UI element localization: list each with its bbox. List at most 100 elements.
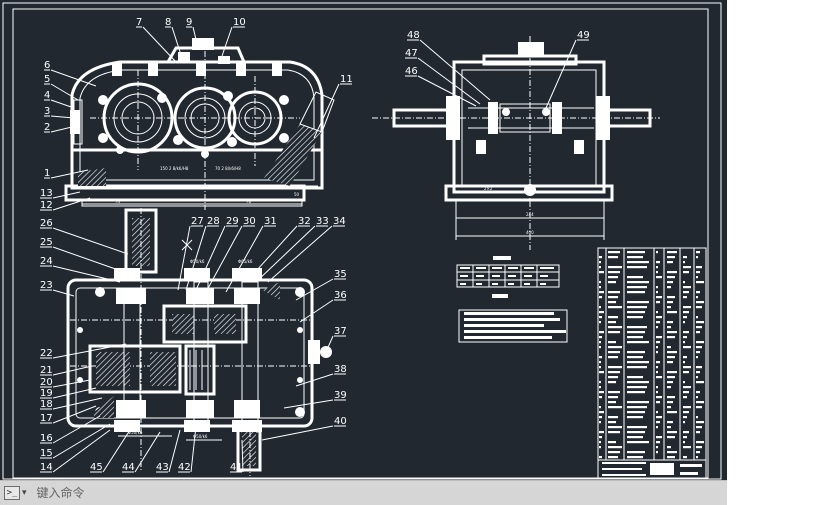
command-input[interactable] (34, 482, 727, 504)
callout-34: 34 (333, 216, 346, 227)
parts-list-entry (683, 361, 685, 364)
parts-list-entry (667, 251, 677, 254)
parts-list-entry (696, 381, 704, 384)
callout-41: 41 (230, 462, 243, 473)
parts-list-entry (627, 351, 645, 354)
callout-25: 25 (40, 237, 53, 248)
parts-list-entry (683, 386, 691, 389)
callout-leader-6 (50, 69, 97, 87)
callout-leader-26 (52, 227, 129, 255)
callout-leader-8 (171, 26, 183, 59)
callout-leader-12 (52, 197, 91, 211)
callout-1: 1 (44, 168, 50, 179)
parts-list-entry (599, 371, 604, 374)
callout-29: 29 (226, 216, 239, 227)
parts-list-entry (627, 256, 643, 259)
parts-list-entry (627, 401, 649, 404)
parts-list-entry (608, 381, 616, 384)
callout-leader-48 (419, 39, 491, 101)
parts-list-entry (627, 291, 645, 294)
parts-list-entry (667, 431, 677, 434)
cad-drawing[interactable]: 150 2 8/k6/H8 70 2 8/k6/H8 74 78 50 (0, 0, 727, 483)
callout-22: 22 (40, 348, 53, 359)
parts-list-entry (599, 311, 604, 314)
parts-list-entry (667, 326, 671, 329)
callout-11: 11 (340, 74, 353, 85)
callout-47: 47 (405, 48, 418, 59)
drawing-canvas[interactable]: 150 2 8/k6/H8 70 2 8/k6/H8 74 78 50 (0, 0, 727, 483)
command-history-dropdown[interactable]: ▾ (22, 488, 27, 498)
parts-list-entry (696, 341, 704, 344)
callout-leader-49 (545, 39, 577, 109)
parts-list-entry (696, 281, 704, 284)
parts-list-entry (627, 276, 643, 279)
parts-list-entry (667, 421, 673, 424)
parts-list-entry (696, 356, 698, 359)
callout-40: 40 (334, 416, 347, 427)
parts-list-entry (667, 376, 675, 379)
parts-list-entry (599, 316, 602, 319)
parts-list-entry (627, 386, 647, 389)
parts-list-entry (696, 251, 700, 254)
callout-leader-38 (295, 373, 334, 387)
callout-leader-5 (50, 83, 79, 101)
parts-list-entry (683, 256, 687, 259)
callout-27: 27 (191, 216, 204, 227)
parts-list-entry (696, 256, 698, 259)
parts-list-entry (608, 276, 618, 279)
callout-leader-31 (225, 225, 264, 293)
callout-14: 14 (40, 462, 53, 473)
parts-list-entry (608, 316, 618, 319)
parts-list-entry (599, 381, 601, 384)
parts-list-entry (599, 321, 601, 324)
parts-list-entry (696, 401, 704, 404)
parts-list-entry (656, 376, 662, 379)
callout-leader-23 (52, 289, 75, 297)
parts-list-entry (683, 446, 691, 449)
callout-leader-24 (52, 265, 121, 283)
parts-list-entry (683, 306, 691, 309)
callout-23: 23 (40, 280, 53, 291)
parts-list-entry (608, 451, 620, 454)
parts-list (597, 247, 707, 479)
callout-leader-46 (417, 75, 477, 107)
parts-list-entry (667, 371, 677, 374)
parts-list-entry (599, 416, 602, 419)
callout-3: 3 (44, 106, 50, 117)
callout-leader-36 (299, 299, 334, 323)
callout-49: 49 (577, 30, 590, 41)
title-block-entry (602, 468, 642, 470)
parts-list-entry (608, 391, 620, 394)
parts-list-entry (656, 436, 662, 439)
callout-leader-39 (283, 399, 334, 409)
parts-list-entry (683, 436, 687, 439)
parts-list-entry (667, 306, 671, 309)
parts-list-entry (683, 311, 689, 314)
parts-list-entry (599, 411, 604, 414)
parts-list-entry (627, 376, 643, 379)
parts-list-entry (667, 271, 677, 274)
callout-leader-19 (52, 387, 97, 399)
callout-leader-34 (267, 225, 333, 283)
callout-leader-11 (313, 83, 340, 139)
parts-list-entry (696, 271, 700, 274)
parts-list-entry (608, 346, 622, 349)
callout-leader-40 (261, 425, 334, 441)
technical-notes (458, 309, 568, 343)
command-prompt-icon[interactable]: >_ (4, 486, 20, 500)
parts-list-entry (627, 336, 643, 339)
parts-list-entry (656, 366, 658, 369)
parts-list-entry (683, 266, 691, 269)
parts-list-entry (656, 286, 658, 289)
callout-9: 9 (186, 17, 192, 28)
parts-list-entry (696, 441, 704, 444)
parts-list-entry (696, 321, 704, 324)
parts-list-entry (599, 431, 604, 434)
parts-list-entry (599, 421, 601, 424)
parts-list-entry (667, 401, 673, 404)
parts-list-entry (599, 396, 602, 399)
parts-list-entry (627, 331, 645, 334)
callout-38: 38 (334, 364, 347, 375)
parts-list-entry (667, 276, 675, 279)
parts-list-entry (627, 441, 649, 444)
